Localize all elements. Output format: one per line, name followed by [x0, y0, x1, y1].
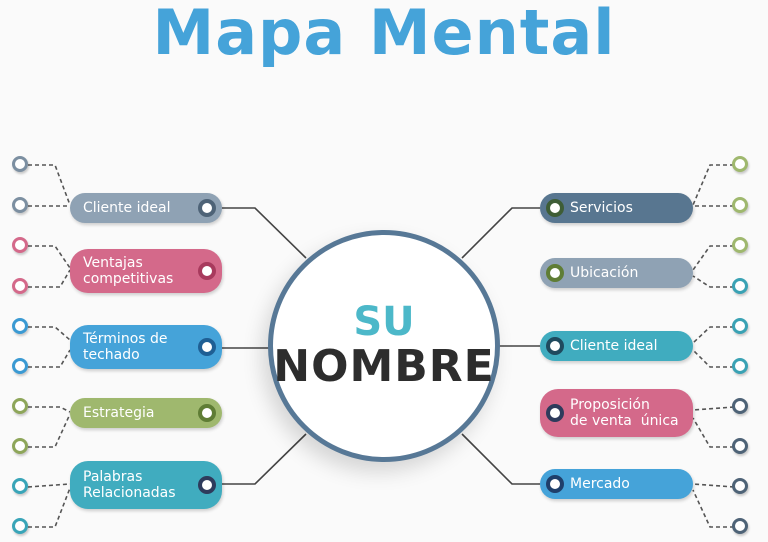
node-dot-icon — [546, 475, 564, 493]
branch-label: Cliente ideal — [570, 338, 658, 354]
branch-proposicion-de-venta-unica[interactable]: Proposición de venta única — [540, 389, 693, 437]
node-dot-icon — [198, 338, 216, 356]
branch-servicios[interactable]: Servicios — [540, 193, 693, 223]
leaf-node-icon[interactable] — [732, 478, 748, 494]
node-dot-icon — [198, 262, 216, 280]
branch-palabras-relacionadas[interactable]: Palabras Relacionadas — [70, 461, 222, 509]
leaf-node-icon[interactable] — [12, 318, 28, 334]
leaf-node-icon[interactable] — [732, 197, 748, 213]
leaf-node-icon[interactable] — [732, 156, 748, 172]
node-dot-icon — [546, 264, 564, 282]
branch-label-line2: de venta única — [570, 413, 679, 429]
central-node[interactable]: SU NOMBRE — [268, 230, 500, 462]
leaf-node-icon[interactable] — [12, 197, 28, 213]
branch-label-line1: Ventajas — [83, 255, 143, 271]
branch-label-line1: Términos de — [83, 331, 168, 347]
branch-label: Estrategia — [83, 405, 155, 421]
leaf-node-icon[interactable] — [12, 398, 28, 414]
branch-cliente-ideal-right[interactable]: Cliente ideal — [540, 331, 693, 361]
node-dot-icon — [198, 199, 216, 217]
leaf-node-icon[interactable] — [12, 358, 28, 374]
leaf-node-icon[interactable] — [12, 278, 28, 294]
branch-ubicacion[interactable]: Ubicación — [540, 258, 693, 288]
central-node-line2: NOMBRE — [273, 341, 495, 392]
leaf-node-icon[interactable] — [732, 398, 748, 414]
branch-cliente-ideal-left[interactable]: Cliente ideal — [70, 193, 222, 223]
branch-estrategia[interactable]: Estrategia — [70, 398, 222, 428]
branch-label: Cliente ideal — [83, 200, 171, 216]
node-dot-icon — [198, 404, 216, 422]
node-dot-icon — [198, 476, 216, 494]
leaf-node-icon[interactable] — [732, 278, 748, 294]
node-dot-icon — [546, 199, 564, 217]
leaf-node-icon[interactable] — [12, 478, 28, 494]
leaf-node-icon[interactable] — [732, 358, 748, 374]
node-dot-icon — [546, 337, 564, 355]
branch-label-line1: Proposición — [570, 397, 650, 413]
branch-label-line2: techado — [83, 347, 140, 363]
branch-ventajas-competitivas[interactable]: Ventajas competitivas — [70, 249, 222, 293]
branch-label: Ubicación — [570, 265, 639, 281]
leaf-node-icon[interactable] — [732, 318, 748, 334]
branch-mercado[interactable]: Mercado — [540, 469, 693, 499]
leaf-node-icon[interactable] — [12, 438, 28, 454]
branch-label-line2: Relacionadas — [83, 485, 176, 501]
leaf-node-icon[interactable] — [732, 438, 748, 454]
branch-label-line1: Palabras — [83, 469, 143, 485]
leaf-node-icon[interactable] — [12, 518, 28, 534]
leaf-node-icon[interactable] — [12, 156, 28, 172]
leaf-node-icon[interactable] — [12, 237, 28, 253]
branch-terminos-de-techado[interactable]: Términos de techado — [70, 325, 222, 369]
leaf-node-icon[interactable] — [732, 518, 748, 534]
central-node-line1: SU — [353, 299, 415, 345]
branch-label-line2: competitivas — [83, 271, 174, 287]
node-dot-icon — [546, 404, 564, 422]
branch-label: Mercado — [570, 476, 630, 492]
leaf-node-icon[interactable] — [732, 237, 748, 253]
branch-label: Servicios — [570, 200, 633, 216]
page-title: Mapa Mental — [152, 0, 616, 69]
